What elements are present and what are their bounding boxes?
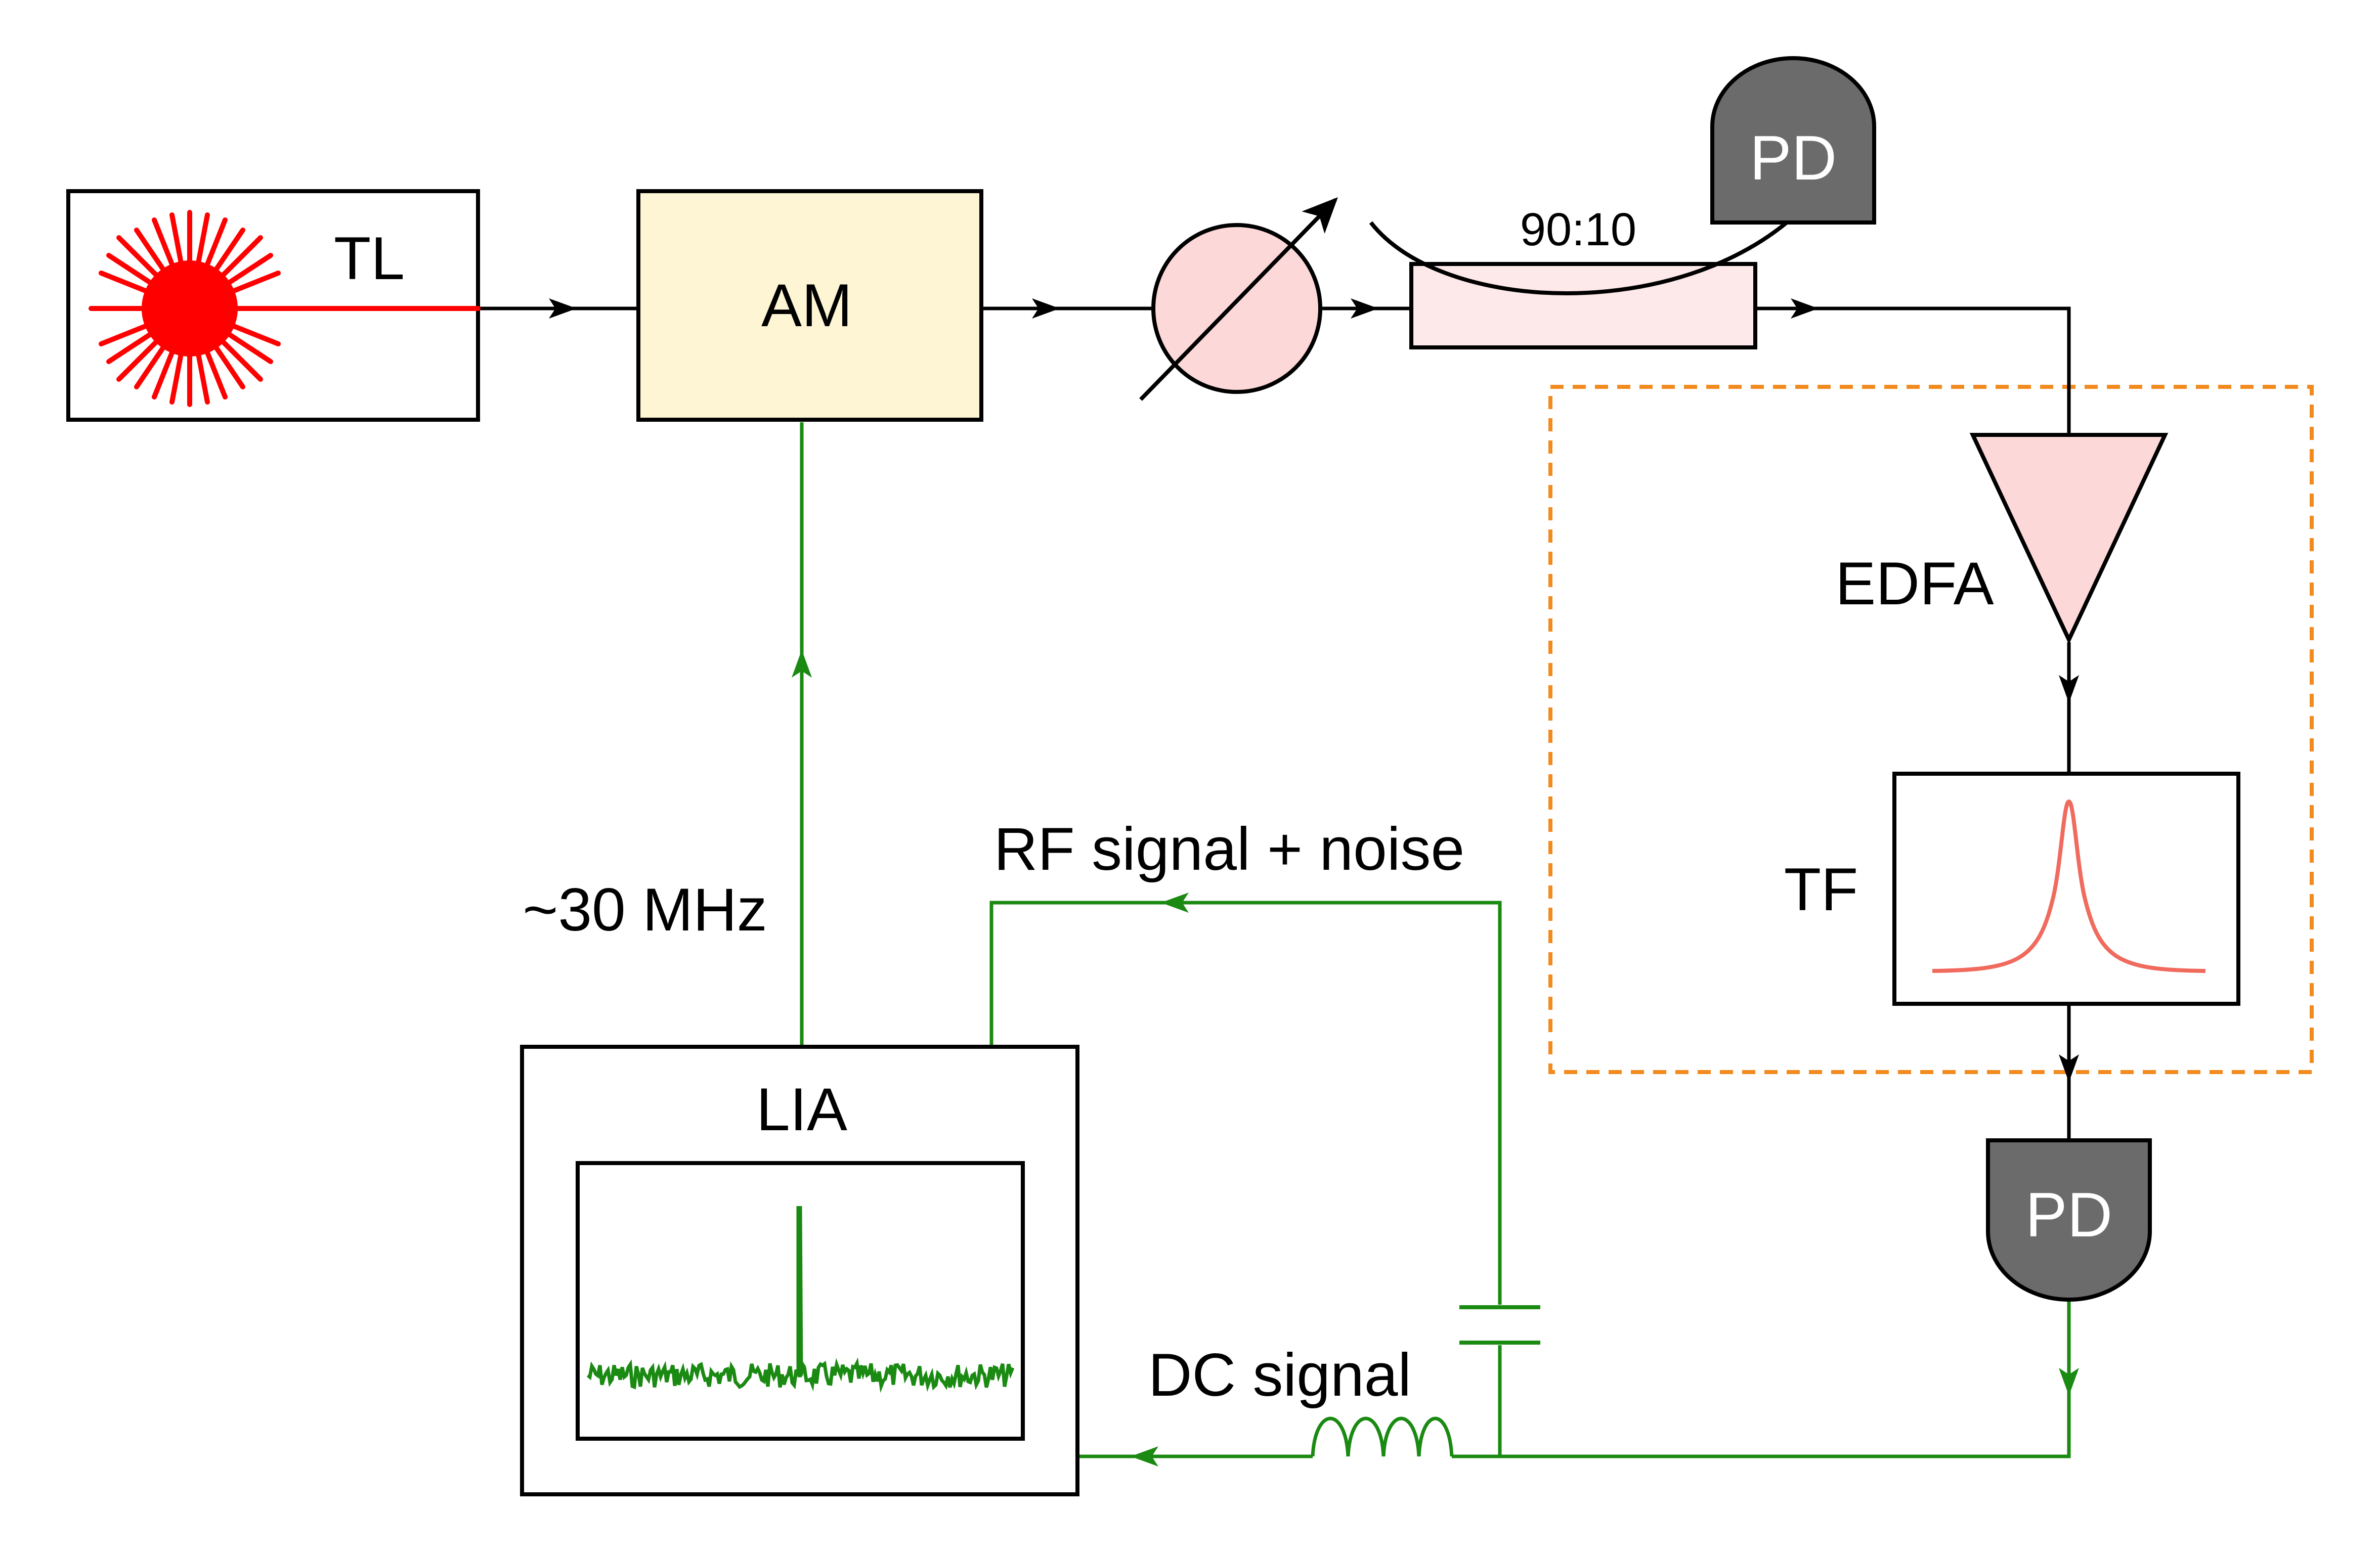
amplitude-modulator: AM bbox=[636, 189, 983, 422]
edfa-amplifier: EDFA bbox=[1835, 433, 2169, 645]
optical-path bbox=[478, 298, 2079, 1140]
inductor-coil-icon bbox=[1311, 1416, 1454, 1457]
arrow-tf-pd bbox=[2059, 1054, 2079, 1082]
arrow-dc bbox=[1131, 1446, 1158, 1467]
arrow-att-coupler bbox=[1351, 298, 1378, 319]
coupler-ratio-label: 90:10 bbox=[1520, 204, 1636, 255]
coupler-tap-fiber bbox=[1369, 211, 1800, 295]
fiber-coupler-to-edfa bbox=[1755, 306, 2071, 435]
tunable-laser: TL bbox=[66, 189, 481, 422]
photodetector-bottom: PD bbox=[1986, 1138, 2152, 1302]
lock-in-amplifier: LIA bbox=[520, 1045, 1079, 1496]
dc-path-label: DC signal bbox=[1148, 1341, 1411, 1409]
arrow-edfa-tf bbox=[2059, 675, 2079, 703]
pd-top-label: PD bbox=[1750, 123, 1837, 193]
photodetector-top: PD bbox=[1710, 56, 1876, 225]
tl-label: TL bbox=[334, 225, 405, 292]
wire-pd-out bbox=[1452, 1300, 2071, 1458]
arrow-coupler-out bbox=[1791, 298, 1819, 319]
arrow-lia-am bbox=[792, 650, 812, 678]
wire-rf-return bbox=[989, 901, 1502, 1305]
variable-attenuator-icon bbox=[1139, 197, 1338, 401]
arrow-am-att bbox=[1032, 298, 1060, 319]
fiber-coupler: 90:10 bbox=[1369, 204, 1800, 349]
rf-path-label: RF signal + noise bbox=[994, 815, 1464, 883]
amplifier-filter-enclosure bbox=[1548, 385, 2314, 1074]
filter-response-curve bbox=[1932, 799, 2206, 973]
mod-freq-label: ~30 MHz bbox=[523, 876, 767, 944]
electrical-path bbox=[792, 422, 2079, 1467]
arrow-pd-out bbox=[2059, 1368, 2079, 1396]
arrow-tl-am bbox=[549, 298, 577, 319]
edfa-label: EDFA bbox=[1835, 550, 1994, 617]
laser-core bbox=[142, 260, 238, 357]
am-label: AM bbox=[761, 272, 852, 339]
pd-bottom-label: PD bbox=[2025, 1180, 2112, 1250]
tf-label: TF bbox=[1784, 856, 1858, 923]
arrow-rf bbox=[1161, 893, 1189, 913]
tunable-filter: TF bbox=[1784, 772, 2240, 1006]
lia-spectrum-trace bbox=[586, 1206, 1015, 1393]
lia-label: LIA bbox=[756, 1076, 847, 1143]
